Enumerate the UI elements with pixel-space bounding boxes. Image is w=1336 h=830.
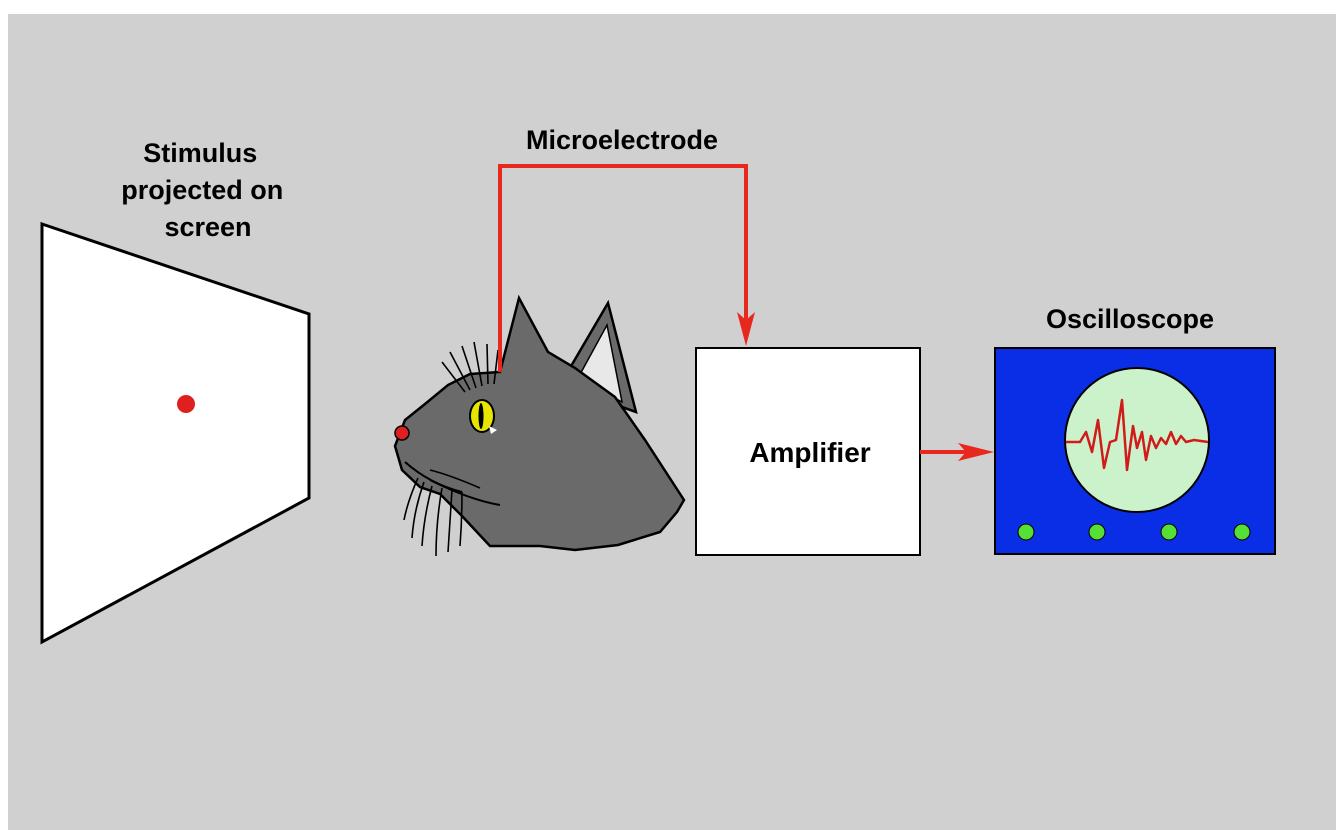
oscilloscope-screen: [1064, 367, 1210, 513]
oscilloscope: [994, 347, 1276, 555]
cat-eye-highlight: [489, 426, 497, 434]
stimulus-label-line-2: projected on: [121, 175, 283, 205]
cat-mouth: [404, 461, 501, 506]
oscilloscope-knob-4: [1233, 523, 1251, 541]
cat-whiskers-lower: [403, 469, 481, 557]
oscilloscope-trace: [1066, 398, 1209, 472]
stimulus-label-line-3: screen: [164, 212, 251, 242]
cat-whiskers-upper: [441, 341, 499, 393]
amplifier-box: [695, 347, 921, 556]
stimulus-dot: [177, 395, 195, 413]
oscilloscope-label: Oscilloscope: [1046, 304, 1214, 334]
cat-head: [393, 294, 686, 552]
projection-screen: [40, 221, 311, 645]
oscilloscope-knob-3: [1160, 523, 1178, 541]
output-arrow-head: [958, 443, 994, 461]
amplifier-label: Amplifier: [749, 437, 870, 468]
oscilloscope-knob-1: [1017, 523, 1035, 541]
stimulus-label-line-1: Stimulus: [143, 138, 257, 168]
oscilloscope-knob-2: [1088, 523, 1106, 541]
electrode-arrow-head: [737, 312, 755, 346]
projection-screen-icon: [40, 221, 311, 645]
microelectrode-label: Microelectrode: [526, 125, 718, 155]
cat-nose: [394, 425, 410, 441]
cat-pupil: [478, 403, 484, 429]
cat-head-icon: [393, 294, 686, 557]
stimulus-label: Stimulus projected on screen: [121, 138, 291, 242]
microelectrode-wire: [498, 164, 748, 372]
